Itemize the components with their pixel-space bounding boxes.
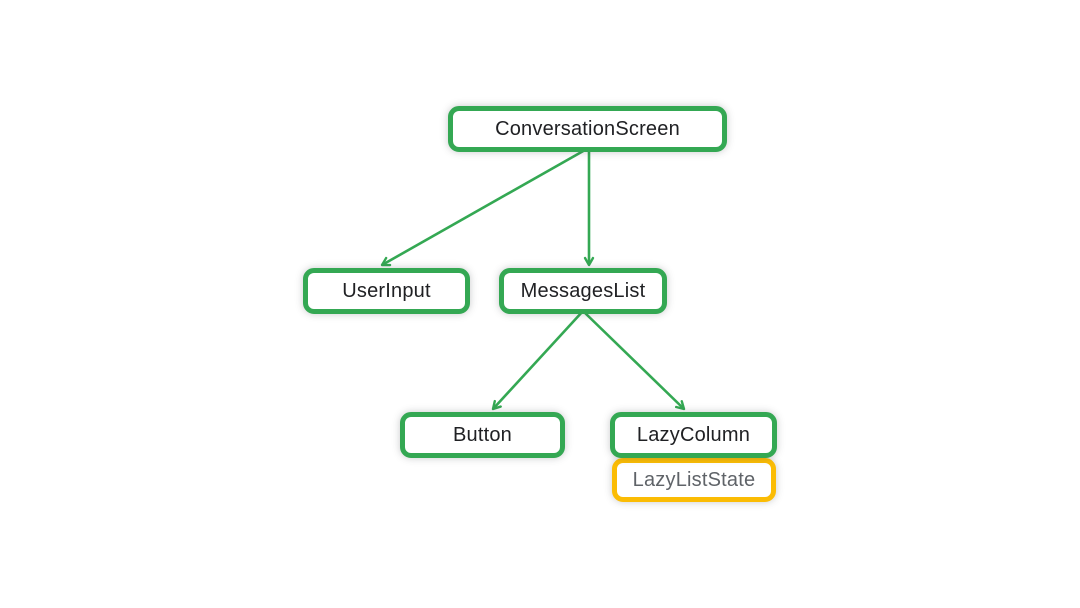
node-user-input-label: UserInput [342,279,431,302]
node-messages-list: MessagesList [499,268,667,314]
node-lazy-list-state-label: LazyListState [632,468,756,491]
node-messages-list-label: MessagesList [520,279,646,302]
node-button: Button [400,412,565,458]
edge-conversationscreen-userinput [380,148,586,267]
node-lazy-column: LazyColumn [610,412,777,458]
node-conversation-screen-label: ConversationScreen [495,117,680,140]
node-conversation-screen: ConversationScreen [448,106,727,152]
node-button-label: Button [452,423,513,446]
node-lazy-list-state: LazyListState [612,458,776,502]
edge-messageslist-button [491,310,584,411]
node-user-input: UserInput [303,268,470,314]
node-lazy-column-label: LazyColumn [636,423,751,446]
edge-messageslist-lazycolumn [582,310,686,411]
